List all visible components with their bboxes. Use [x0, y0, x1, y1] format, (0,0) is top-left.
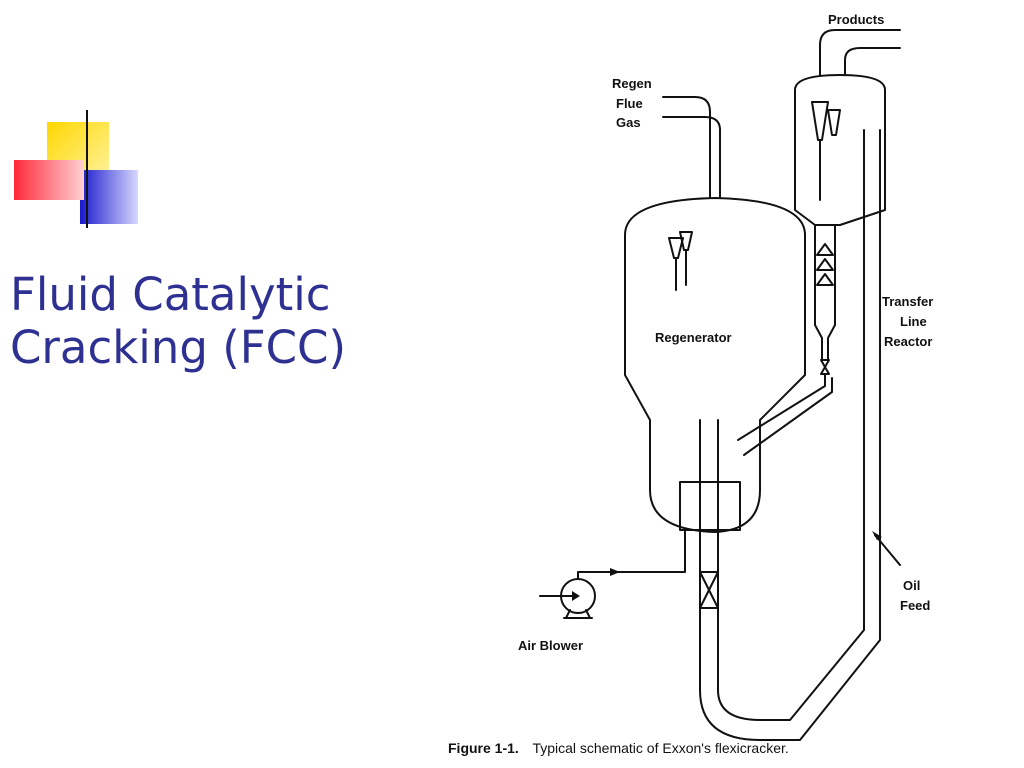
label-oil-feed-line1: Oil [903, 578, 920, 593]
products-pipe-1 [819, 29, 901, 76]
regenerator-cyclone-1 [668, 237, 684, 291]
u-bend-inner [717, 129, 865, 721]
oil-feed-arrowhead [872, 531, 882, 540]
slide-title: Fluid Catalytic Cracking (FCC) [10, 268, 346, 374]
label-transfer-line2: Line [900, 314, 927, 329]
deco-red-square [14, 160, 84, 200]
products-pipe-2 [844, 47, 901, 76]
stripper-taper [814, 324, 836, 361]
label-transfer-line1: Transfer [882, 294, 933, 309]
label-oil-feed-line2: Feed [900, 598, 930, 613]
slide-title-line-2: Cracking (FCC) [10, 321, 347, 374]
figure-caption: Figure 1-1. Typical schematic of Exxon's… [448, 740, 988, 756]
fcc-schematic: Products Regen Flue Gas Regenerator Tran… [518, 12, 933, 741]
deco-blue-square [80, 170, 138, 224]
u-bend-outer [699, 129, 881, 741]
flue-gas-pipe-outer [662, 96, 711, 199]
label-regenerator: Regenerator [655, 330, 732, 345]
regenerator-grid [679, 481, 741, 531]
slide-title-line-1: Fluid Catalytic [10, 268, 331, 321]
transfer-pipe-lower [743, 377, 833, 456]
air-line [577, 529, 686, 580]
figure-caption-label: Figure 1-1. [448, 740, 519, 756]
air-blower-base [563, 609, 593, 619]
stripper-baffle-3 [816, 273, 834, 286]
riser-valve [699, 571, 719, 609]
label-regen-line1: Regen [612, 76, 652, 91]
air-inlet-arrowhead [572, 591, 580, 601]
regenerator-cyclone-2 [679, 231, 693, 286]
transfer-pipe-upper [737, 373, 826, 441]
label-air-blower: Air Blower [518, 638, 583, 653]
oil-feed-arrow-line [874, 534, 901, 566]
label-regen-line2: Flue [616, 96, 643, 111]
label-transfer-line3: Reactor [884, 334, 932, 349]
stripper-valve [820, 359, 830, 375]
reactor-cyclone-2 [827, 109, 841, 136]
reactor-cyclone-1 [811, 101, 829, 201]
flue-gas-pipe-inner [662, 116, 721, 199]
figure-caption-text: Typical schematic of Exxon's flexicracke… [532, 740, 789, 756]
stripper-baffle-2 [816, 258, 834, 271]
stripper-baffle-1 [816, 243, 834, 256]
label-regen-line3: Gas [616, 115, 641, 130]
reactor-vessel [794, 74, 886, 226]
regenerator-vessel [624, 197, 806, 533]
air-line-arrowhead [610, 568, 620, 576]
label-products: Products [828, 12, 884, 27]
title-ornament [14, 110, 440, 228]
